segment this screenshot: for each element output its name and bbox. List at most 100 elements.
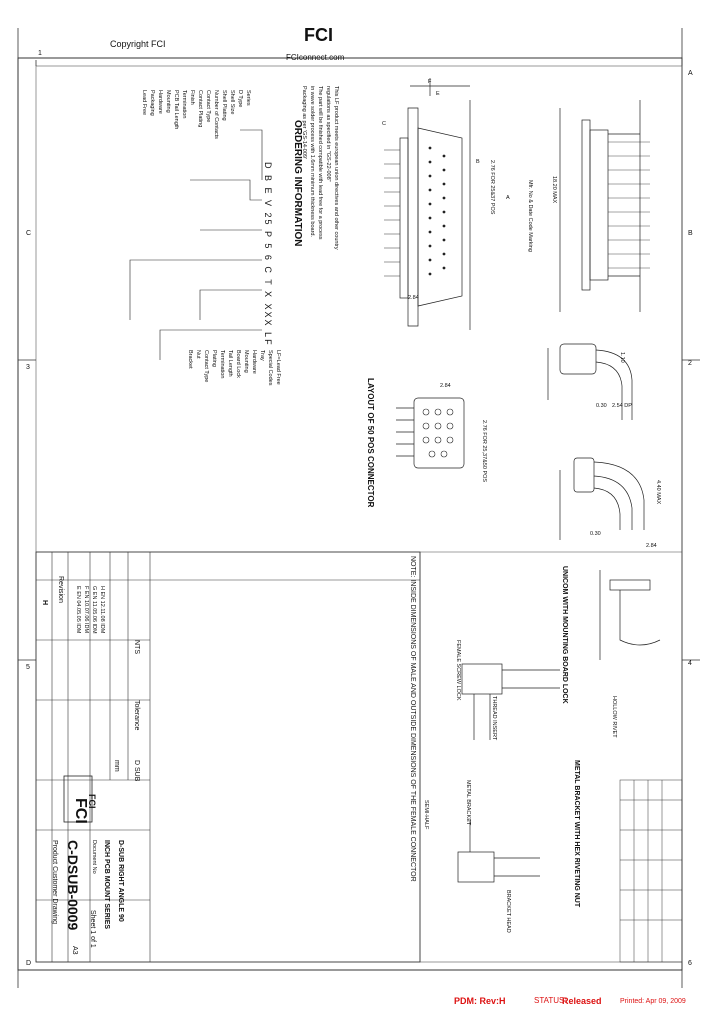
option-r-5: Mounting	[243, 350, 249, 373]
dim-a: A	[506, 195, 510, 201]
footer-printed: Printed: Apr 09, 2009	[620, 998, 686, 1005]
footer-status-label: STATUS:	[534, 996, 567, 1005]
option-3: Shell Size	[229, 90, 235, 115]
doc-type: Product Customer Drawing	[51, 840, 58, 925]
connector-end-view	[559, 100, 641, 312]
product-family-label: D SUB	[133, 760, 140, 782]
note-bracket-head: BRACKET HEAD	[505, 890, 511, 933]
revision-row-3: F EN 10.07.06 IDM	[83, 586, 89, 634]
sheet-size: A3	[71, 946, 78, 955]
note-inside-dims: NOTE: INSIDE DIMENSIONS OF MALE AND OUTS…	[409, 556, 416, 882]
dim-1-10: 1.10	[619, 352, 625, 363]
ordering-note-4: in wave solder process with 1.6mm minimu…	[309, 86, 315, 238]
option-5: Number of Contacts	[213, 90, 219, 139]
frame-row-c: C	[26, 230, 32, 237]
option-8: Finish	[189, 90, 195, 105]
option-r-4: Hardware	[251, 350, 257, 374]
option-2: D Type	[237, 90, 243, 108]
option-1: Series	[245, 90, 251, 106]
fci-logo: FCI	[304, 25, 333, 45]
dim-c: C	[382, 121, 386, 127]
option-6: Contact Type	[205, 90, 211, 123]
ordering-leaders	[129, 129, 263, 360]
ordering-code: D B E V 25 P 5 6 C T X XXX LF	[263, 162, 273, 347]
option-10: PCB Tail Length	[173, 90, 179, 130]
option-r-3: Tray	[259, 350, 265, 361]
revision-row-4: E EN 04.05.05 IDM	[75, 586, 81, 634]
svg-text:FCI: FCI	[72, 798, 89, 824]
right-angle-detail-1	[547, 343, 633, 420]
revision-value: H	[41, 600, 48, 606]
option-7: Contact Plating	[197, 90, 203, 128]
option-12: Hardware	[157, 90, 163, 114]
option-r-1: LF=Lead Free	[275, 350, 281, 385]
ordering-note-2: regulations as specified in "GS-22-008"	[325, 86, 331, 182]
scale: NTS	[133, 640, 140, 654]
option-r-11: Nut	[195, 350, 201, 359]
note-semi-half: SEMI-HALF	[423, 800, 429, 830]
ordering-note-1: This LF product meets european union dir…	[333, 86, 339, 250]
frame-row-d: D	[26, 960, 32, 967]
footer-pdm: PDM: Rev:H	[454, 996, 506, 1006]
description-2: INCH PCB MOUNT SERIES	[103, 840, 110, 930]
document-label: Document No	[91, 840, 97, 874]
connector-side-view	[399, 78, 471, 330]
dim-2-84-a: 2.84	[408, 295, 419, 301]
copyright-text: Copyright FCI	[110, 39, 166, 49]
option-11: Mounting	[165, 90, 171, 113]
option-13: Packaging	[149, 90, 155, 116]
frame-row-b: B	[688, 230, 693, 237]
description: D-SUB RIGHT ANGLE 90	[117, 840, 124, 922]
option-r-2: Special Codes	[267, 350, 273, 386]
note-2-76-a: 2.76 FOR 25&37 POS	[489, 160, 495, 215]
ordering-note-3: The part will be finished compatible wit…	[317, 86, 323, 240]
revision-row-2: G EN 11.05.06 IDM	[91, 586, 97, 634]
hollow-rivet-detail	[599, 570, 661, 660]
frame-col-5: 5	[26, 664, 30, 671]
dim-2-84-b: 2.84	[440, 383, 451, 389]
note-hollow-rivet: HOLLOW RIVET	[611, 696, 617, 738]
option-14: Lead Free	[141, 90, 147, 116]
dim-0-30-b: 0.30	[590, 531, 601, 537]
note-female-screw-lock: FEMALE SCREW LOCK	[455, 640, 461, 701]
frame-col-3: 3	[26, 364, 30, 371]
fci-logo-block: FCI	[63, 775, 93, 824]
note-thread-insert: THREAD INSERT	[491, 696, 497, 741]
board-lock-detail	[461, 663, 560, 740]
title-logo: FCI	[87, 794, 97, 809]
note-board-lock: UNICOM WITH MOUNTING BOARD LOCK	[561, 566, 568, 704]
option-r-8: Termination	[219, 350, 225, 379]
metal-bracket-detail	[457, 820, 540, 883]
ordering-note-5: Packaging as per 'GS-14-009'	[301, 86, 307, 160]
frame-col-1: 1	[38, 50, 42, 57]
dim-4-40-max: 4.40 MAX	[655, 480, 661, 505]
note-mfr: Mfr. No & Date Code Marking	[527, 180, 533, 252]
dim-2-84-c: 2.84	[646, 543, 657, 549]
revision-label: Revision	[57, 576, 64, 603]
layout-title: LAYOUT OF 50 POS CONNECTOR	[366, 378, 375, 508]
option-4: Shell Plating	[221, 90, 227, 121]
revision-row-1: H EN 12.11.08 IDM	[99, 586, 105, 634]
footer-status: Released	[562, 996, 602, 1006]
dim-e: E	[436, 91, 440, 97]
frame-col-6: 6	[688, 960, 692, 967]
option-r-6: Board Lock	[235, 350, 241, 378]
dim-18-20-max: 18.20 MAX	[551, 176, 557, 204]
option-r-7: Tail Length	[227, 350, 233, 377]
connector-pins	[428, 146, 446, 276]
sheet-info: Sheet 1 of 1	[89, 910, 96, 948]
right-angle-detail-2	[559, 457, 645, 540]
dim-f: F	[428, 79, 432, 85]
document-number: C-DSUB-0009	[65, 840, 81, 931]
frame-col-4: 4	[688, 660, 692, 667]
dim-0-30: 0.30	[596, 403, 607, 409]
option-9: Termination	[181, 90, 187, 119]
option-r-9: Plating	[211, 350, 217, 367]
dimension-table	[619, 779, 683, 963]
frame-row-a: A	[688, 70, 693, 77]
frame-col-2: 2	[688, 360, 692, 367]
option-r-12: Bracket	[187, 350, 193, 369]
layout-50pos	[396, 397, 465, 469]
